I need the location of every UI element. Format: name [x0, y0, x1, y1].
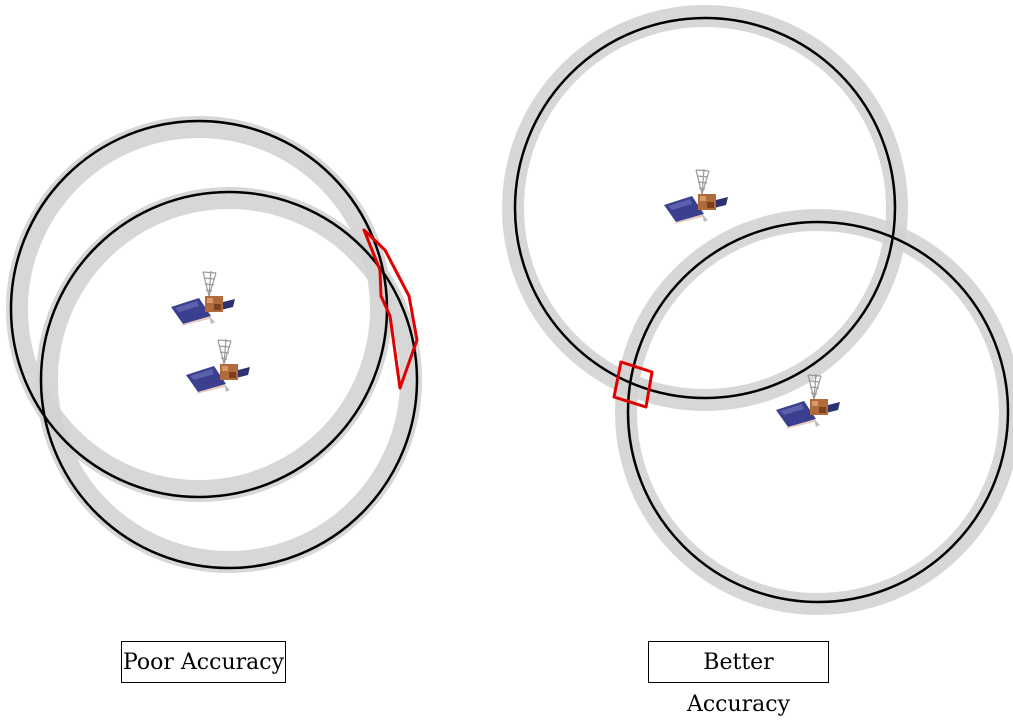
left-panel	[6, 116, 422, 573]
satellite-icon	[170, 270, 236, 327]
range-circle	[513, 16, 897, 400]
uncertainty-band	[6, 116, 392, 502]
range-circle	[626, 220, 1010, 604]
error-region	[362, 228, 419, 390]
satellite-icon	[185, 338, 251, 395]
uncertainty-band	[36, 187, 422, 573]
uncertainty-band	[502, 5, 908, 411]
right-panel	[502, 5, 1013, 615]
uncertainty-band	[615, 209, 1013, 615]
satellite-accuracy-diagram	[6, 5, 1013, 615]
range-circle	[39, 190, 419, 570]
error-region	[612, 360, 654, 409]
satellite-icon	[663, 168, 729, 225]
